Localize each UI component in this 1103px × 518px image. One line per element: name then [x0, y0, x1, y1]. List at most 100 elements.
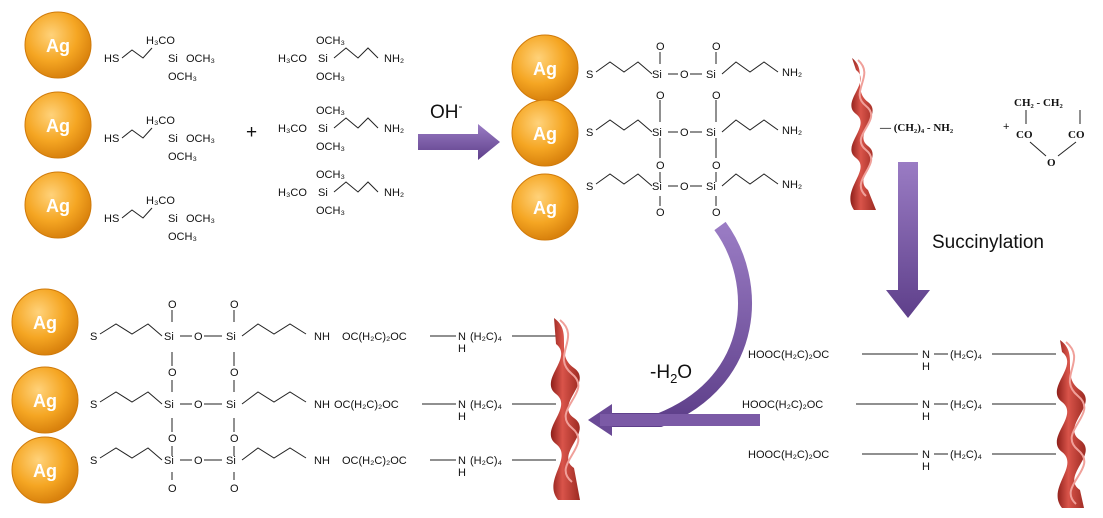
- svg-text:(H₂C)₄: (H₂C)₄: [950, 399, 982, 411]
- svg-text:O: O: [230, 299, 239, 311]
- svg-text:O: O: [680, 127, 689, 139]
- svg-text:S: S: [90, 455, 97, 467]
- svg-text:H₃CO: H₃CO: [278, 187, 307, 199]
- svg-text:(H₂C)₄: (H₂C)₄: [470, 399, 502, 411]
- svg-text:Si: Si: [168, 213, 178, 225]
- svg-text:H: H: [458, 411, 466, 423]
- svg-text:CO: CO: [1016, 129, 1033, 141]
- oh-label: OH-: [430, 99, 463, 123]
- svg-text:S: S: [586, 127, 593, 139]
- svg-text:NH₂: NH₂: [782, 125, 802, 137]
- svg-text:N: N: [458, 399, 466, 411]
- svg-text:H₃CO: H₃CO: [278, 123, 307, 135]
- svg-text:HOOC(H₂C)₂OC: HOOC(H₂C)₂OC: [748, 449, 829, 461]
- svg-text:H: H: [458, 467, 466, 479]
- svg-text:Si: Si: [226, 399, 236, 411]
- svg-text:Si: Si: [318, 53, 328, 65]
- svg-text:N: N: [922, 449, 930, 461]
- succinic-anhydride: CH₂ - CH₂ CO CO O: [1014, 97, 1085, 169]
- ag-particle: Ag: [511, 34, 579, 102]
- svg-text:OCH₃: OCH₃: [316, 105, 345, 117]
- svg-text:Si: Si: [164, 331, 174, 343]
- svg-text:O: O: [656, 160, 665, 172]
- svg-text:Ag: Ag: [33, 461, 57, 481]
- oh-arrow: [418, 124, 500, 160]
- svg-text:OCH₃: OCH₃: [316, 71, 345, 83]
- svg-text:Si: Si: [652, 127, 662, 139]
- svg-text:O: O: [168, 367, 177, 379]
- svg-text:O: O: [194, 331, 203, 343]
- svg-text:S: S: [90, 399, 97, 411]
- svg-text:OC(H₂C)₂OC: OC(H₂C)₂OC: [342, 331, 407, 343]
- svg-text:H₃CO: H₃CO: [146, 35, 175, 47]
- svg-text:Ag: Ag: [46, 36, 70, 56]
- svg-text:OCH₃: OCH₃: [316, 35, 345, 47]
- ag-particle: Ag: [511, 99, 579, 167]
- collagen-fiber: [850, 58, 876, 210]
- ag-particle: Ag: [24, 171, 92, 239]
- svg-text:Si: Si: [706, 69, 716, 81]
- svg-text:Si: Si: [706, 181, 716, 193]
- svg-text:H₃CO: H₃CO: [146, 115, 175, 127]
- svg-text:OCH₃: OCH₃: [316, 205, 345, 217]
- svg-text:Ag: Ag: [533, 124, 557, 144]
- mptms-molecule: HS H₃CO Si OCH₃ OCH₃: [104, 115, 215, 163]
- svg-text:CO: CO: [1068, 129, 1085, 141]
- svg-text:Ag: Ag: [33, 313, 57, 333]
- svg-text:CH₂ - CH₂: CH₂ - CH₂: [1014, 97, 1063, 109]
- mptms-molecule: HS H₃CO Si OCH₃ OCH₃: [104, 35, 215, 83]
- svg-text:Ag: Ag: [46, 116, 70, 136]
- ag-particle: Ag: [11, 436, 79, 504]
- svg-text:Si: Si: [652, 69, 662, 81]
- svg-text:(H₂C)₄: (H₂C)₄: [470, 455, 502, 467]
- svg-text:N: N: [458, 331, 466, 343]
- svg-text:(H₂C)₄: (H₂C)₄: [950, 449, 982, 461]
- svg-text:Si: Si: [168, 53, 178, 65]
- svg-text:Si: Si: [164, 399, 174, 411]
- ag-particle: Ag: [511, 173, 579, 241]
- succinylation-label: Succinylation: [932, 232, 1044, 253]
- svg-text:O: O: [712, 160, 721, 172]
- svg-text:HS: HS: [104, 133, 119, 145]
- svg-text:Si: Si: [164, 455, 174, 467]
- svg-text:OCH₃: OCH₃: [316, 141, 345, 153]
- ag-particle: Ag: [11, 366, 79, 434]
- svg-text:O: O: [656, 90, 665, 102]
- svg-text:O: O: [1047, 157, 1056, 169]
- svg-text:H: H: [922, 411, 930, 423]
- aptms-molecule: OCH₃ H₃CO Si OCH₃ NH₂: [278, 105, 404, 153]
- svg-text:O: O: [230, 367, 239, 379]
- svg-text:S: S: [586, 69, 593, 81]
- svg-text:NH₂: NH₂: [384, 53, 404, 65]
- svg-text:Si: Si: [652, 181, 662, 193]
- svg-text:O: O: [712, 207, 721, 219]
- svg-text:O: O: [712, 41, 721, 53]
- svg-text:HS: HS: [104, 53, 119, 65]
- collagen-fiber: [550, 318, 580, 500]
- svg-text:O: O: [168, 433, 177, 445]
- svg-text:Si: Si: [318, 123, 328, 135]
- svg-text:(H₂C)₄: (H₂C)₄: [470, 331, 502, 343]
- svg-text:HS: HS: [104, 213, 119, 225]
- svg-text:OCH₃: OCH₃: [186, 133, 215, 145]
- svg-text:Si: Si: [706, 127, 716, 139]
- collagen-fiber: [1056, 340, 1086, 508]
- ag-particle: Ag: [11, 288, 79, 356]
- svg-text:Ag: Ag: [533, 59, 557, 79]
- svg-text:O: O: [168, 483, 177, 495]
- svg-text:(H₂C)₄: (H₂C)₄: [950, 349, 982, 361]
- svg-text:OCH₃: OCH₃: [168, 71, 197, 83]
- svg-text:N: N: [922, 399, 930, 411]
- svg-text:NH: NH: [314, 331, 330, 343]
- svg-text:OCH₃: OCH₃: [168, 231, 197, 243]
- ag-particle: Ag: [24, 11, 92, 79]
- ag-particle: Ag: [24, 91, 92, 159]
- mptms-molecule: HS H₃CO Si OCH₃ OCH₃: [104, 195, 215, 243]
- svg-text:H: H: [458, 343, 466, 355]
- svg-text:S: S: [90, 331, 97, 343]
- svg-text:OCH₃: OCH₃: [316, 169, 345, 181]
- svg-text:Ag: Ag: [46, 196, 70, 216]
- svg-text:OC(H₂C)₂OC: OC(H₂C)₂OC: [334, 399, 399, 411]
- svg-text:Ag: Ag: [33, 391, 57, 411]
